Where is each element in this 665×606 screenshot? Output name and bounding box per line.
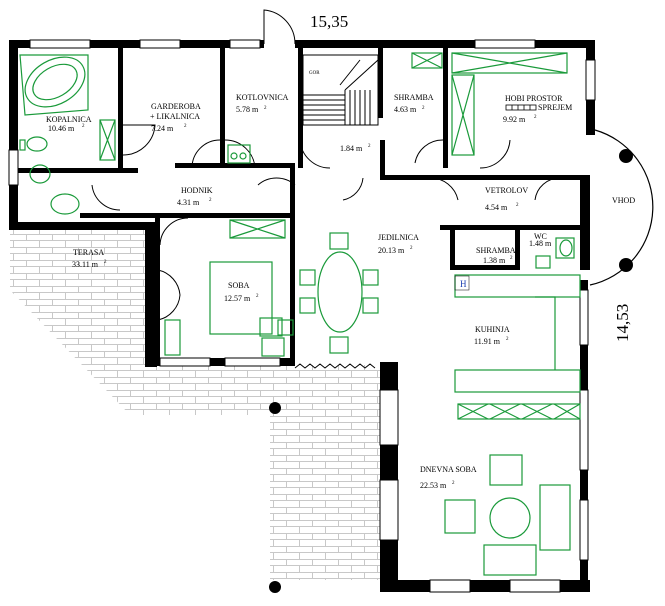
- stair-tag: GOR: [309, 71, 320, 76]
- area-sup: 2: [209, 198, 212, 203]
- area-sup: 2: [452, 481, 455, 486]
- area-sup: 2: [264, 106, 267, 111]
- area-sup: 2: [516, 203, 519, 208]
- area-sup: 2: [422, 106, 425, 111]
- area-sup: 2: [104, 260, 107, 265]
- room-name-vhod: VHOD: [612, 196, 635, 205]
- room-name-kuhinja: KUHINJA: [475, 325, 510, 334]
- room-area-hodnik: 4.31 m: [177, 198, 200, 207]
- area-sup: 2: [256, 294, 259, 299]
- room-name-terasa: TERASA: [73, 248, 104, 257]
- room-area-shramba-small: 1.38 m: [483, 256, 506, 265]
- room-area-kopalnica: 10.46 m: [48, 124, 75, 133]
- room-name-soba: SOBA: [228, 281, 250, 290]
- staircase: [302, 54, 379, 126]
- area-sup: 2: [510, 256, 513, 261]
- area-sup: 2: [82, 124, 85, 129]
- room-area-kuhinja: 11.91 m: [474, 337, 501, 346]
- room-name-kopalnica: KOPALNICA: [46, 115, 92, 124]
- area-sup: 2: [506, 337, 509, 342]
- terrace-paving: [10, 230, 385, 580]
- room-name2-garderoba: + LIKALNICA: [150, 112, 200, 121]
- room-name-dnevna: DNEVNA SOBA: [420, 465, 477, 474]
- entrance-porch: [269, 129, 654, 593]
- room-name-vetrolov: VETROLOV: [485, 186, 528, 195]
- area-sup: 2: [368, 144, 371, 149]
- room-area-dnevna: 22.53 m: [420, 481, 447, 490]
- doors: [91, 9, 561, 321]
- dimension-height: 14,53: [613, 304, 632, 342]
- room-name-shramba: SHRAMBA: [394, 93, 434, 102]
- room-area-hobi: 9.92 m: [503, 115, 526, 124]
- room-area-jedilnica: 20.13 m: [378, 246, 405, 255]
- room-area-garderoba: 7.24 m: [151, 124, 174, 133]
- room-area-terasa: 33.11 m: [72, 260, 99, 269]
- hob-marker: H: [460, 279, 467, 289]
- hob-marker-box: [454, 275, 470, 291]
- hobi-storage-icon: [505, 104, 537, 111]
- room-labels: 15,35 14,53 KOPALNICA 10.46 m 2 GARDEROB…: [46, 12, 635, 490]
- room-area-vetrolov: 4.54 m: [485, 203, 508, 212]
- railing: [294, 363, 376, 369]
- room-name-garderoba: GARDEROBA: [151, 102, 201, 111]
- area-sup: 2: [534, 115, 537, 120]
- inner-walls: [18, 48, 590, 363]
- windows: [8, 39, 596, 593]
- room-name-hobi: HOBI PROSTOR: [505, 94, 563, 103]
- room-name-hodnik: HODNIK: [181, 186, 213, 195]
- room-area-shramba: 4.63 m: [394, 105, 417, 114]
- area-sup: 2: [184, 124, 187, 129]
- fixtures: [19, 52, 581, 576]
- room-name-shramba-small: SHRAMBA: [476, 246, 516, 255]
- dimension-width: 15,35: [310, 12, 348, 31]
- room-name-wc: WC: [534, 232, 547, 241]
- room-area-soba: 12.57 m: [224, 294, 251, 303]
- room-name2-hobi: SPREJEM: [538, 103, 572, 112]
- room-name-kotlovnica: KOTLOVNICA: [236, 93, 289, 102]
- room-area-stairs: 1.84 m: [340, 144, 363, 153]
- room-area-wc: 1.48 m: [529, 239, 552, 248]
- area-sup: 2: [410, 246, 413, 251]
- room-area-kotlovnica: 5.78 m: [236, 105, 259, 114]
- room-name-jedilnica: JEDILNICA: [378, 233, 419, 242]
